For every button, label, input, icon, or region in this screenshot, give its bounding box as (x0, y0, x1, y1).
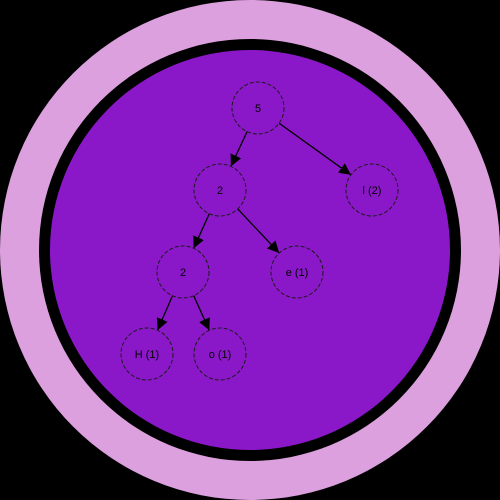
edges-layer (156, 122, 352, 331)
tree-node-circle (193, 327, 247, 381)
tree-node-label: l (2) (363, 185, 382, 197)
tree-edge-root-n2a (230, 131, 248, 167)
tree-node-label: 5 (255, 103, 261, 115)
tree-node-ne: e (1) (270, 245, 324, 299)
tree-node-label: e (1) (286, 267, 309, 279)
tree-node-nH: H (1) (120, 327, 174, 381)
tree-node-circle (193, 163, 247, 217)
tree-edge-n2b-no (193, 295, 210, 331)
tree-node-circle (270, 245, 324, 299)
tree-node-n2a: 2 (193, 163, 247, 217)
tree-edge-n2a-n2b (193, 213, 210, 249)
tree-node-label: 2 (180, 267, 186, 279)
tree-node-no: o (1) (193, 327, 247, 381)
tree-node-circle (120, 327, 174, 381)
tree-edge-n2b-nH (156, 295, 174, 331)
tree-node-label: H (1) (135, 349, 159, 361)
tree-node-label: o (1) (209, 349, 232, 361)
tree-edge-n2a-ne (237, 208, 280, 254)
tree-edge-root-nl (278, 122, 352, 176)
tree-node-n2b: 2 (156, 245, 210, 299)
tree-node-nl: l (2) (345, 163, 399, 217)
nodes-layer: 5 2 l (2) 2 e (1) H (1) o (1) (120, 81, 399, 381)
tree-node-circle (345, 163, 399, 217)
tree-node-label: 2 (217, 185, 223, 197)
tree-node-root: 5 (231, 81, 285, 135)
tree-node-circle (231, 81, 285, 135)
inner-disc (50, 50, 450, 450)
tree-node-circle (156, 245, 210, 299)
